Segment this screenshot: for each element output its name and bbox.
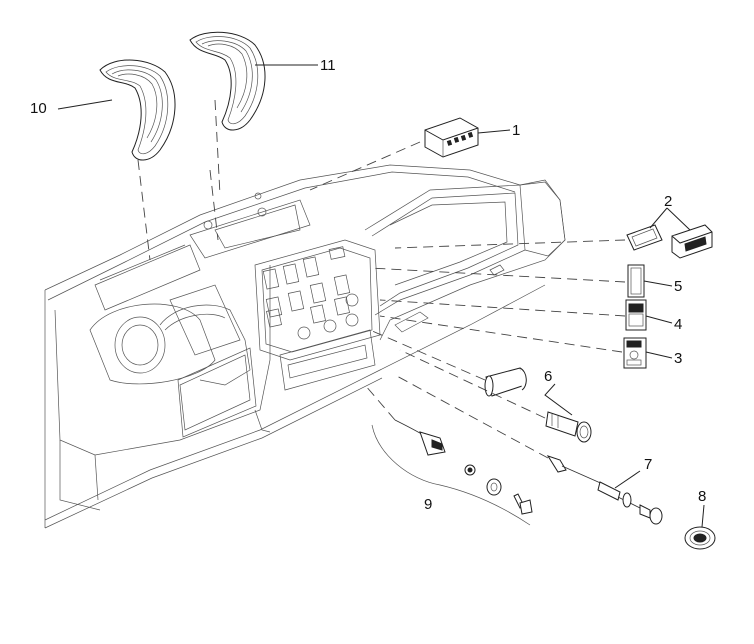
part-6-lighter xyxy=(484,367,592,443)
part-10-grab-pad xyxy=(99,59,176,161)
callout-5: 5 xyxy=(674,278,682,295)
dashboard-assembly xyxy=(44,164,566,529)
callout-6: 6 xyxy=(544,368,552,385)
part-4-rocker-switch xyxy=(625,299,647,331)
part-2-switch-housing xyxy=(626,224,713,259)
callout-1: 1 xyxy=(512,122,520,139)
part-1-connector xyxy=(424,117,479,158)
callout-labels: 1 2 3 4 5 6 7 8 9 10 11 xyxy=(30,57,706,513)
callout-11: 11 xyxy=(320,57,336,74)
part-3-switch xyxy=(623,337,647,369)
part-8-grommet xyxy=(684,526,716,550)
switch-cutouts xyxy=(262,246,359,340)
leader-lines xyxy=(57,64,705,528)
callout-7: 7 xyxy=(644,456,652,473)
callout-2: 2 xyxy=(664,193,672,210)
part-7-cable xyxy=(546,455,663,525)
callout-3: 3 xyxy=(674,350,682,367)
callout-10: 10 xyxy=(30,100,47,117)
callout-9: 9 xyxy=(424,496,432,513)
part-5-switch-blank xyxy=(627,264,645,298)
part-9-ignition-switch xyxy=(371,419,533,526)
part-11-grab-pad xyxy=(189,31,266,131)
assembly-lines xyxy=(137,99,626,459)
callout-4: 4 xyxy=(674,316,682,333)
callout-8: 8 xyxy=(698,488,706,505)
